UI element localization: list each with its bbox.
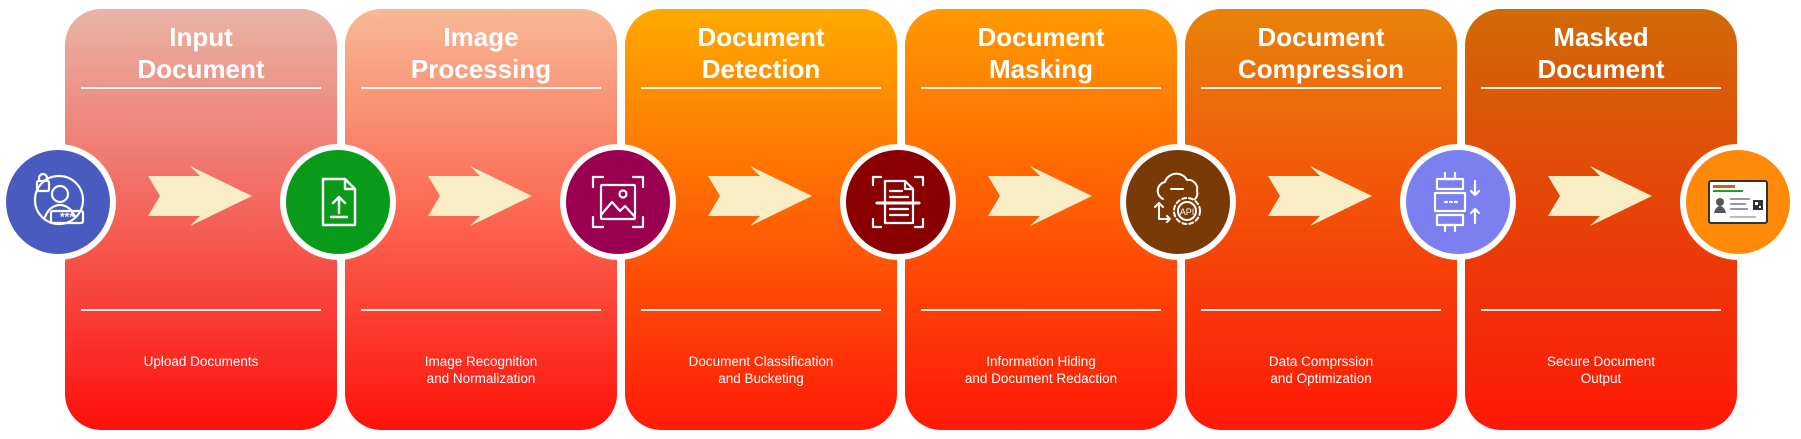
arrow-right-icon	[428, 166, 532, 226]
divider	[921, 309, 1161, 311]
divider	[361, 309, 601, 311]
svg-text:***: ***	[60, 210, 74, 224]
step-icon-circle	[840, 144, 956, 260]
step-description: Image Recognition and Normalization	[424, 354, 538, 386]
compression-icon	[1433, 171, 1481, 233]
step-icon-circle: ***	[0, 144, 116, 260]
arrow-right-icon	[988, 166, 1092, 226]
id-card-icon	[1708, 180, 1768, 224]
step-description: Information Hiding and Document Redactio…	[964, 354, 1118, 386]
divider	[921, 87, 1161, 89]
divider	[81, 87, 321, 89]
arrow-right-icon	[708, 166, 812, 226]
divider	[1201, 309, 1441, 311]
divider	[1481, 87, 1721, 89]
step-title: Masked Document	[1537, 22, 1665, 84]
step-description: Data Comprssion and Optimization	[1268, 354, 1374, 386]
step-title: Document Masking	[977, 22, 1105, 84]
cloud-api-icon: API	[1154, 172, 1201, 225]
step-title: Document Compression	[1237, 22, 1405, 84]
arrow-right-icon	[148, 166, 252, 226]
step-description: Secure Document Output	[1546, 354, 1656, 386]
divider	[81, 309, 321, 311]
step-description: Document Classification and Bucketing	[688, 354, 834, 386]
divider	[1201, 87, 1441, 89]
divider	[361, 87, 601, 89]
step-icon-circle	[280, 144, 396, 260]
image-scan-icon	[591, 175, 645, 229]
svg-text:API: API	[1180, 207, 1195, 217]
arrow-right-icon	[1548, 166, 1652, 226]
divider	[1481, 309, 1721, 311]
divider	[641, 309, 881, 311]
file-upload-icon	[321, 177, 357, 227]
document-scan-icon	[871, 175, 925, 229]
step-icon-circle	[1400, 144, 1516, 260]
step-title: Input Document	[137, 22, 265, 84]
divider	[641, 87, 881, 89]
step-title: Document Detection	[697, 22, 825, 84]
final-icon-circle	[1680, 144, 1796, 260]
step-title: Image Processing	[410, 22, 552, 84]
step-description: Upload Documents	[143, 354, 259, 369]
user-password-icon: ***	[33, 172, 85, 226]
step-icon-circle: API	[1120, 144, 1236, 260]
arrow-right-icon	[1268, 166, 1372, 226]
step-icon-circle	[560, 144, 676, 260]
